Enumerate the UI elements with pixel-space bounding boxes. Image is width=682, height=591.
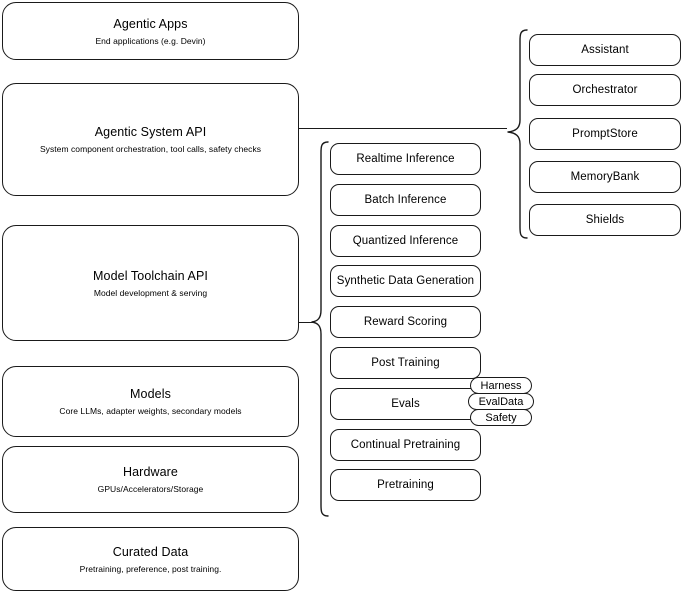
component-box-memorybank[interactable]: MemoryBank <box>529 161 681 193</box>
capability-box-continual-pretraining[interactable]: Continual Pretraining <box>330 429 481 461</box>
capability-box-batch-inference[interactable]: Batch Inference <box>330 184 481 216</box>
capability-box-post-training[interactable]: Post Training <box>330 347 481 379</box>
connector-line-toolchain-to-capabilities <box>299 322 313 323</box>
layer-title: Curated Data <box>112 544 189 559</box>
eval-badge-harness[interactable]: Harness <box>470 377 532 394</box>
capability-label: Synthetic Data Generation <box>336 275 475 287</box>
layer-subtitle: GPUs/Accelerators/Storage <box>97 484 204 494</box>
capability-label: Quantized Inference <box>352 235 459 247</box>
component-label: PromptStore <box>572 128 638 140</box>
component-label: Orchestrator <box>572 84 638 96</box>
brace-toolchain-capabilities <box>311 141 329 517</box>
capability-label: Reward Scoring <box>363 316 448 328</box>
layer-title: Agentic System API <box>94 125 207 139</box>
eval-badge-label: EvalData <box>478 395 524 408</box>
connector-line-system-api-to-components <box>299 128 507 129</box>
layer-subtitle: Core LLMs, adapter weights, secondary mo… <box>59 406 242 416</box>
component-label: Assistant <box>581 44 629 56</box>
layer-title: Models <box>130 387 171 401</box>
component-label: MemoryBank <box>570 171 640 183</box>
brace-system-components <box>507 29 528 239</box>
component-box-shields[interactable]: Shields <box>529 204 681 236</box>
eval-badge-label: Safety <box>485 411 517 424</box>
layer-title: Model Toolchain API <box>93 268 208 283</box>
capability-box-quantized-inference[interactable]: Quantized Inference <box>330 225 481 257</box>
layer-title: Hardware <box>123 465 178 479</box>
layer-subtitle: End applications (e.g. Devin) <box>95 35 206 46</box>
layer-box-model-toolchain-api[interactable]: Model Toolchain API Model development & … <box>2 225 299 341</box>
layer-title: Agentic Apps <box>113 16 188 31</box>
eval-badge-safety[interactable]: Safety <box>470 409 532 426</box>
layer-box-agentic-system-api[interactable]: Agentic System API System component orch… <box>2 83 299 196</box>
layer-box-models[interactable]: Models Core LLMs, adapter weights, secon… <box>2 366 299 437</box>
layer-box-curated-data[interactable]: Curated Data Pretraining, preference, po… <box>2 527 299 591</box>
layer-subtitle: Pretraining, preference, post training. <box>79 563 222 574</box>
capability-box-pretraining[interactable]: Pretraining <box>330 469 481 501</box>
capability-label: Post Training <box>371 357 440 369</box>
component-box-assistant[interactable]: Assistant <box>529 34 681 66</box>
capability-label: Evals <box>391 398 420 410</box>
capability-label: Realtime Inference <box>356 153 455 165</box>
layer-subtitle: System component orchestration, tool cal… <box>39 144 262 154</box>
capability-label: Batch Inference <box>364 194 447 206</box>
capability-box-evals[interactable]: Evals <box>330 388 481 420</box>
capability-label: Continual Pretraining <box>350 439 461 451</box>
layer-box-agentic-apps[interactable]: Agentic Apps End applications (e.g. Devi… <box>2 2 299 60</box>
component-label: Shields <box>585 214 625 226</box>
component-box-orchestrator[interactable]: Orchestrator <box>529 74 681 106</box>
eval-badge-label: Harness <box>480 379 522 392</box>
capability-box-reward-scoring[interactable]: Reward Scoring <box>330 306 481 338</box>
capability-label: Pretraining <box>377 479 434 491</box>
layer-box-hardware[interactable]: Hardware GPUs/Accelerators/Storage <box>2 446 299 513</box>
capability-box-realtime-inference[interactable]: Realtime Inference <box>330 143 481 175</box>
component-box-promptstore[interactable]: PromptStore <box>529 118 681 150</box>
layer-subtitle: Model development & serving <box>93 287 208 298</box>
eval-badge-evaldata[interactable]: EvalData <box>468 393 534 410</box>
capability-box-synthetic-data-generation[interactable]: Synthetic Data Generation <box>330 265 481 297</box>
